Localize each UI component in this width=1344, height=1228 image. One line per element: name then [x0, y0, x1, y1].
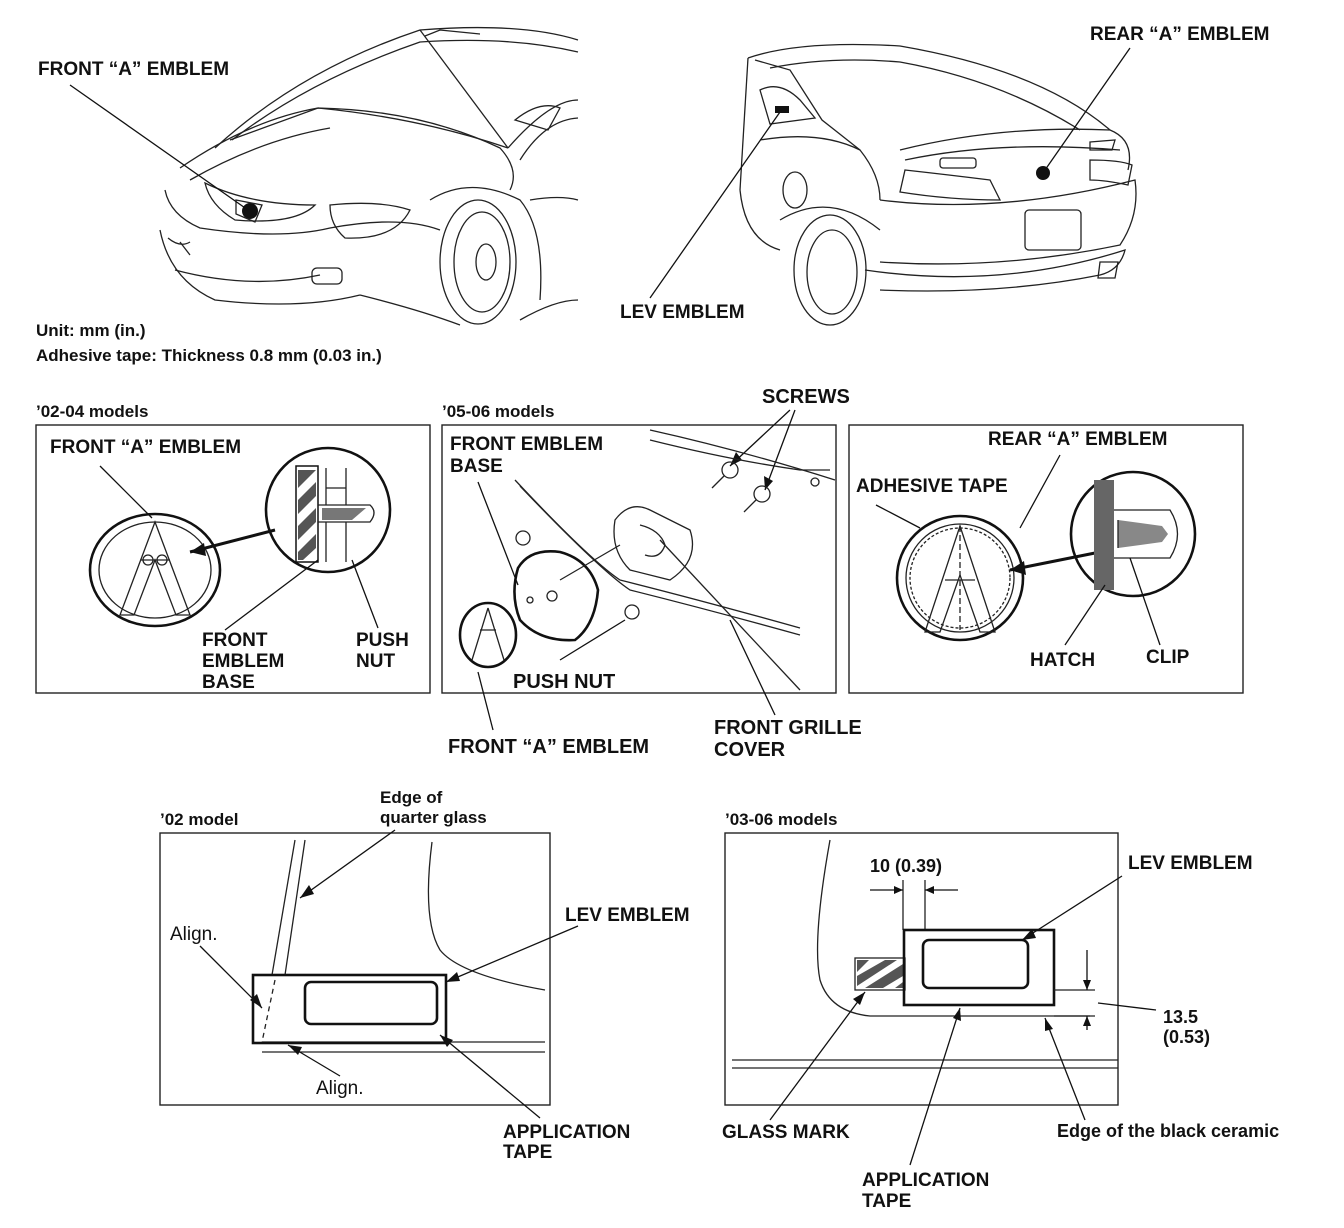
clip-detail-illustration: [1069, 470, 1197, 598]
panel-0306-dim-135-l1: 13.5: [1163, 1007, 1198, 1027]
panel-0306-edge-black-ceramic-label: Edge of the black ceramic: [1057, 1121, 1279, 1141]
panel-0506-push-nut-label: PUSH NUT: [513, 671, 615, 693]
panel-02-align-top-label: Align.: [170, 924, 218, 945]
panel-02-application-tape-l1: APPLICATION: [503, 1122, 630, 1143]
front-a-emblem-0506-illustration: [458, 601, 518, 669]
front-emblem-base-0506-illustration: [513, 530, 640, 642]
panel-0306-title: ’03-06 models: [725, 810, 837, 829]
panel-02-edge-quarter-glass-l2: quarter glass: [380, 808, 487, 827]
panel-rear-clip-label: CLIP: [1146, 647, 1190, 668]
panel-0306-application-tape-l1: APPLICATION: [862, 1170, 989, 1191]
rear-a-emblem-label-top: REAR “A” EMBLEM: [1090, 24, 1269, 45]
rear-a-emblem-illustration: [895, 514, 1025, 642]
panel-02-frame: [159, 832, 551, 1106]
panel-0204-front-emblem-base-l1: FRONT: [202, 630, 268, 651]
panel-0306-dim-10-label: 10 (0.39): [870, 856, 942, 876]
lev-emblem-0306: [902, 928, 1056, 1007]
panel-rear-a-emblem-label: REAR “A” EMBLEM: [988, 429, 1167, 450]
front-grille-cover-0506-illustration: [514, 429, 836, 691]
panel-0306-frame: [724, 832, 1119, 1106]
panel-02-title: ’02 model: [160, 810, 238, 829]
adhesive-tape-note: Adhesive tape: Thickness 0.8 mm (0.03 in…: [36, 346, 382, 365]
panel-0204-front-emblem-base-l3: BASE: [202, 672, 255, 693]
panel-0506-screws-label: SCREWS: [762, 386, 850, 408]
leader-rear-a-emblem-top: [1044, 47, 1131, 171]
front-a-emblem-0204-illustration: [88, 512, 222, 628]
panel-0506-frame: [441, 424, 837, 694]
lev-emblem-02: [251, 973, 448, 1045]
front-car-illustration: [159, 26, 579, 326]
leader-lev-emblem-top: [649, 111, 781, 299]
panel-02-application-tape-l2: TAPE: [503, 1142, 552, 1163]
panel-0204-push-nut-l1: PUSH: [356, 630, 409, 651]
panel-0204-push-nut-l2: NUT: [356, 651, 395, 672]
panel-0506-front-emblem-base-l1: FRONT EMBLEM: [450, 434, 603, 455]
panel-0204-title: ’02-04 models: [36, 402, 148, 421]
panel-02-edge-quarter-glass-l1: Edge of: [380, 788, 443, 807]
panel-0506-front-grille-cover-l2: COVER: [714, 739, 786, 761]
panel-0306-glass-mark-label: GLASS MARK: [722, 1122, 850, 1143]
panel-0506-front-a-emblem-label: FRONT “A” EMBLEM: [448, 736, 649, 758]
panel-0306-application-tape-l2: TAPE: [862, 1191, 911, 1212]
screws-0506-illustration: [711, 461, 771, 513]
panel-0506-front-emblem-base-l2: BASE: [450, 456, 503, 477]
panel-rear-frame: [848, 424, 1244, 694]
panel-0204-frame: [35, 424, 431, 694]
panel-0306-dim-135-l2: (0.53): [1163, 1027, 1210, 1047]
panel-0306-lev-emblem-label: LEV EMBLEM: [1128, 853, 1253, 874]
panel-0204-front-emblem-base-l2: EMBLEM: [202, 651, 284, 672]
panel-0506-title: ’05-06 models: [442, 402, 554, 421]
panel-02-lev-emblem-label: LEV EMBLEM: [565, 905, 690, 926]
lev-emblem-label-top: LEV EMBLEM: [620, 302, 745, 323]
panel-02-align-bottom-label: Align.: [316, 1078, 364, 1099]
rear-car-illustration: [739, 43, 1137, 326]
unit-note: Unit: mm (in.): [36, 321, 146, 340]
panel-0506-front-grille-cover-l1: FRONT GRILLE: [714, 717, 862, 739]
push-nut-detail-0204: [264, 446, 392, 574]
panel-rear-adhesive-tape-label: ADHESIVE TAPE: [856, 476, 1008, 497]
front-a-emblem-label-top: FRONT “A” EMBLEM: [38, 59, 229, 80]
panel-rear-hatch-label: HATCH: [1030, 650, 1095, 671]
panel-0204-front-a-emblem-label: FRONT “A” EMBLEM: [50, 437, 241, 458]
leader-front-a-emblem-top: [69, 84, 249, 211]
